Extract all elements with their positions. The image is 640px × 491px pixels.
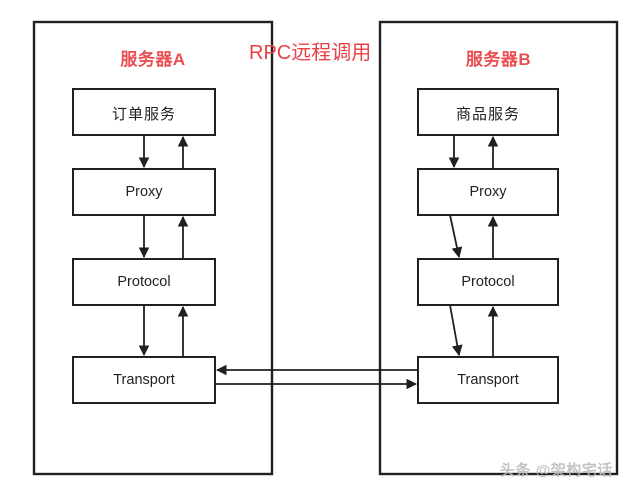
node-transport-b bbox=[417, 356, 559, 404]
protocol-b-label: Protocol bbox=[461, 274, 515, 290]
node-product-service bbox=[417, 88, 559, 136]
node-proxy-a bbox=[72, 168, 216, 216]
arrow-b-protocol-to-transport bbox=[449, 304, 463, 357]
diagram-title: RPC远程调用 bbox=[249, 42, 372, 64]
server-b-label: 服务器B bbox=[465, 50, 532, 69]
node-protocol-b bbox=[417, 258, 559, 306]
node-transport-a bbox=[72, 356, 216, 404]
order-service-label: 订单服务 bbox=[111, 106, 176, 123]
transport-a-label: Transport bbox=[113, 372, 175, 388]
arrow-b-proxy-to-protocol bbox=[449, 214, 463, 259]
product-service-label: 商品服务 bbox=[455, 106, 520, 123]
node-proxy-b bbox=[417, 168, 559, 216]
proxy-b-label: Proxy bbox=[469, 184, 507, 200]
watermark: 头条 @架构宅话 bbox=[500, 462, 613, 479]
transport-b-label: Transport bbox=[457, 372, 519, 388]
proxy-a-label: Proxy bbox=[125, 184, 163, 200]
protocol-a-label: Protocol bbox=[117, 274, 171, 290]
server-a-label: 服务器A bbox=[120, 50, 186, 69]
